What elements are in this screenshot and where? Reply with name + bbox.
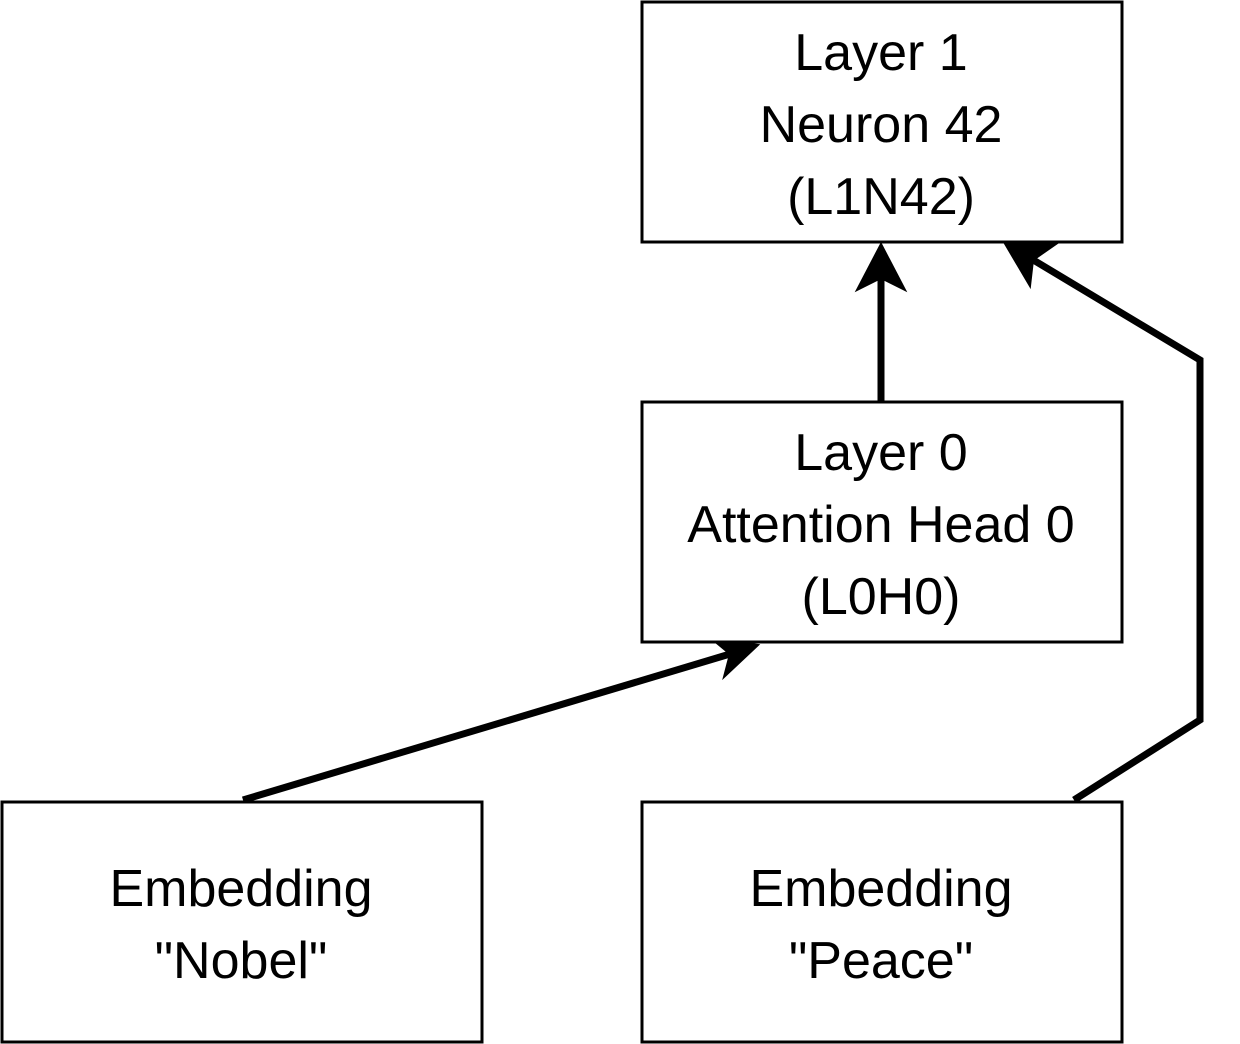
node-embedding-nobel-line-1: Embedding (109, 860, 372, 918)
edge-l0h0-to-l1n42 (854, 241, 908, 402)
node-l1n42: Layer 1 Neuron 42 (L1N42) (640, 0, 1124, 244)
node-embedding-nobel-line-2: "Nobel" (155, 932, 328, 990)
node-embedding-nobel-box (0, 800, 484, 1044)
edge-nobel-to-l0h0-line (241, 650, 732, 804)
node-l1n42-line-2: Neuron 42 (760, 96, 1003, 154)
edge-nobel-to-l0h0 (241, 637, 761, 804)
node-embedding-peace-line-1: Embedding (749, 860, 1012, 918)
node-embedding-peace: Embedding "Peace" (640, 800, 1124, 1044)
arrowhead-peace-to-l1n42 (1002, 240, 1060, 290)
node-l0h0-line-3: (L0H0) (802, 568, 961, 626)
node-l0h0-box (640, 400, 1124, 644)
node-l1n42-line-3: (L1N42) (787, 168, 975, 226)
node-l1n42-box (640, 0, 1124, 244)
node-embedding-nobel: Embedding "Nobel" (0, 800, 484, 1044)
edge-peace-to-l1n42-line (1028, 254, 1204, 803)
arrowhead-l0h0-to-l1n42 (854, 241, 908, 293)
node-l0h0-line-2: Attention Head 0 (687, 496, 1074, 554)
node-embedding-peace-line-2: "Peace" (789, 932, 973, 990)
node-l0h0: Layer 0 Attention Head 0 (L0H0) (640, 400, 1124, 644)
node-l1n42-line-1: Layer 1 (794, 24, 967, 82)
node-embedding-peace-box (640, 800, 1124, 1044)
edges (241, 240, 1204, 804)
node-l0h0-line-1: Layer 0 (794, 424, 967, 482)
